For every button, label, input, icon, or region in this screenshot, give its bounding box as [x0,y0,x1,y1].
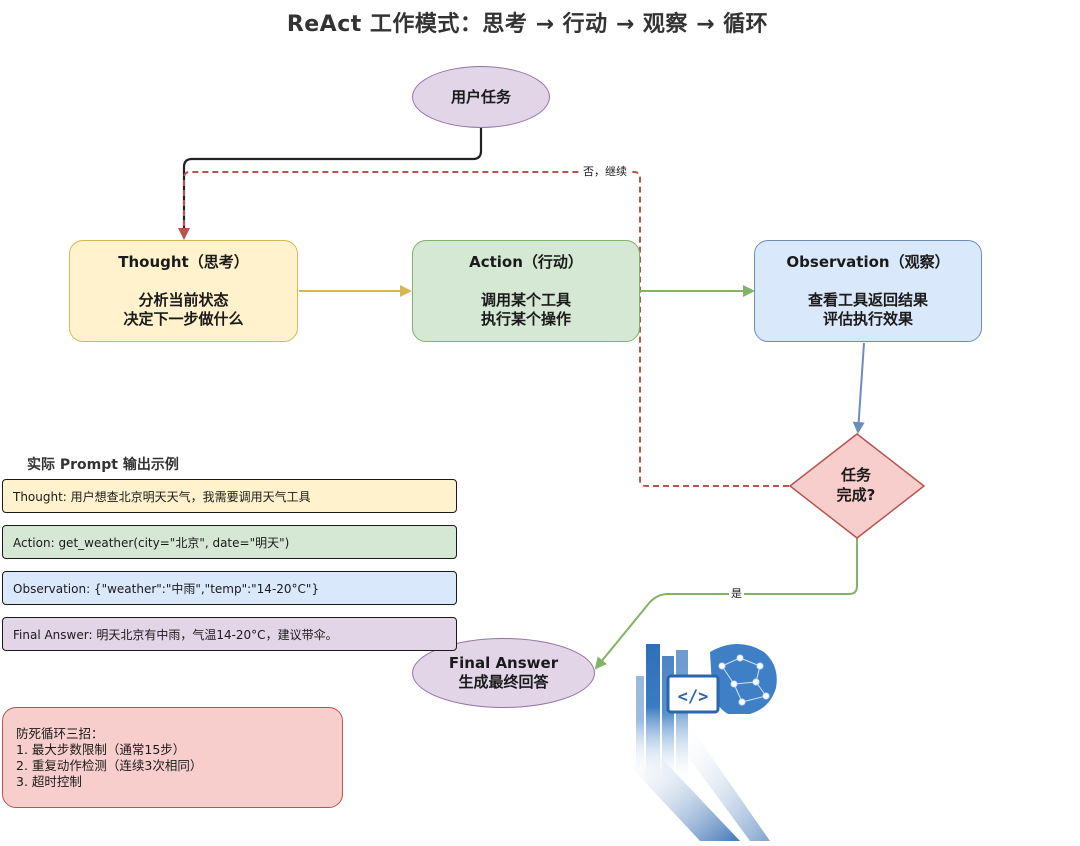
user-task-label: 用户任务 [450,87,511,106]
decision-line-1: 任务 [840,466,871,484]
final-answer-line-1: Final Answer [448,654,559,672]
edge-label-yes: 是 [729,587,744,601]
example-final-answer: Final Answer: 明天北京有中雨，气温14-20°C，建议带伞。 [2,617,457,651]
edge-loop-back [178,171,789,487]
final-answer-line-2: 生成最终回答 [458,673,549,691]
action-line-1: 调用某个工具 [480,291,571,309]
tips-item-1: 1. 最大步数限制（通常15步） [16,742,186,757]
thought-line-1: 分析当前状态 [138,291,229,309]
user-task-node: 用户任务 [412,66,550,128]
edge-task-to-thought [182,127,483,238]
tips-title: 防死循环三招： [16,726,104,741]
logo-code-glyph: </> [678,687,709,707]
edge-observation-to-decision [852,342,865,434]
tips-item-2: 2. 重复动作检测（连续3次相同） [16,758,203,773]
observation-heading: Observation（观察） [786,253,950,271]
observation-node: Observation（观察） 查看工具返回结果 评估执行效果 [754,240,982,342]
decision-label: 任务 完成? [800,465,912,505]
examples-title: 实际 Prompt 输出示例 [27,457,179,473]
loop-prevention-tips: 防死循环三招： 1. 最大步数限制（通常15步） 2. 重复动作检测（连续3次相… [2,707,343,808]
thought-node: Thought（思考） 分析当前状态 决定下一步做什么 [69,240,298,342]
action-heading: Action（行动） [469,253,583,271]
example-action: Action: get_weather(city="北京", date="明天"… [2,525,457,559]
observation-line-2: 评估执行效果 [822,310,913,328]
ai-code-logo-icon: </> [630,644,777,841]
decision-diamond [788,433,926,539]
observation-line-1: 查看工具返回结果 [807,291,928,309]
tips-item-3: 3. 超时控制 [16,774,82,789]
thought-heading: Thought（思考） [118,253,249,271]
edge-label-no-continue: 否，继续 [581,165,629,179]
edge-decision-to-final [594,536,858,670]
decision-line-2: 完成? [836,486,876,504]
example-observation: Observation: {"weather":"中雨","temp":"14-… [2,571,457,605]
example-thought: Thought: 用户想查北京明天天气，我需要调用天气工具 [2,479,457,513]
action-node: Action（行动） 调用某个工具 执行某个操作 [412,240,640,342]
action-line-2: 执行某个操作 [480,310,571,328]
diagram-title: ReAct 工作模式：思考 → 行动 → 观察 → 循环 [286,12,769,37]
thought-line-2: 决定下一步做什么 [123,310,244,328]
